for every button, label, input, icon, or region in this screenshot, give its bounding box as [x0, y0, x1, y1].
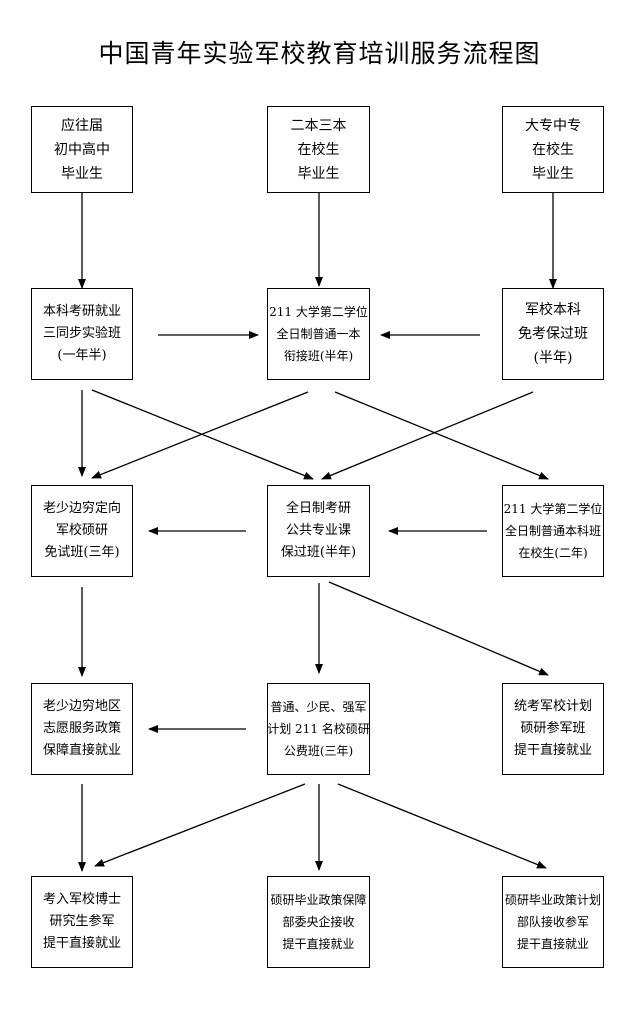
node-military-phd: 考入军校博士 研究生参军 提干直接就业: [31, 876, 133, 968]
arrow-r4b-r5c: [337, 783, 547, 869]
diagram-title: 中国青年实验军校教育培训服务流程图: [98, 39, 541, 68]
node-public-funded-masters: 普通、少民、强军 计划 211 名校硕研 公费班(三年): [267, 683, 370, 775]
node-masters-policy-guarantee: 硕研毕业政策保障 部委央企接收 提干直接就业: [267, 876, 370, 968]
arrow-r2c-r3b: [321, 391, 534, 480]
node-volunteer-employment: 老少边穷地区 志愿服务政策 保障直接就业: [31, 683, 133, 775]
node-undergrad-students: 二本三本 在校生 毕业生: [267, 106, 370, 193]
node-targeted-military-masters: 老少边穷定向 军校硕研 免试班(三年): [31, 485, 133, 577]
node-masters-policy-plan: 硕研毕业政策计划 部队接收参军 提干直接就业: [502, 876, 604, 968]
arrow-r4b-r5a: [94, 783, 306, 867]
arrow-r2b-r3a: [91, 391, 309, 479]
arrow-r2b-r3c: [334, 391, 549, 480]
node-military-bachelor-class: 军校本科 免考保过班 (半年): [502, 288, 604, 380]
node-fulltime-exam-class: 全日制考研 公共专业课 保过班(半年): [267, 485, 370, 577]
node-graduates-highschool: 应往届 初中高中 毕业生: [31, 106, 133, 193]
node-211-second-degree-class: 211 大学第二学位 全日制普通本科班 在校生(二年): [502, 485, 604, 577]
arrow-r3b-r4c: [328, 581, 549, 676]
node-bachelor-exam-class: 本科考研就业 三同步实验班 (一年半): [31, 288, 133, 380]
node-military-masters-enlist: 统考军校计划 硕研参军班 提干直接就业: [502, 683, 604, 775]
node-211-second-degree-bridge: 211 大学第二学位 全日制普通一本 衔接班(半年): [267, 288, 370, 380]
node-vocational-students: 大专中专 在校生 毕业生: [502, 106, 604, 193]
